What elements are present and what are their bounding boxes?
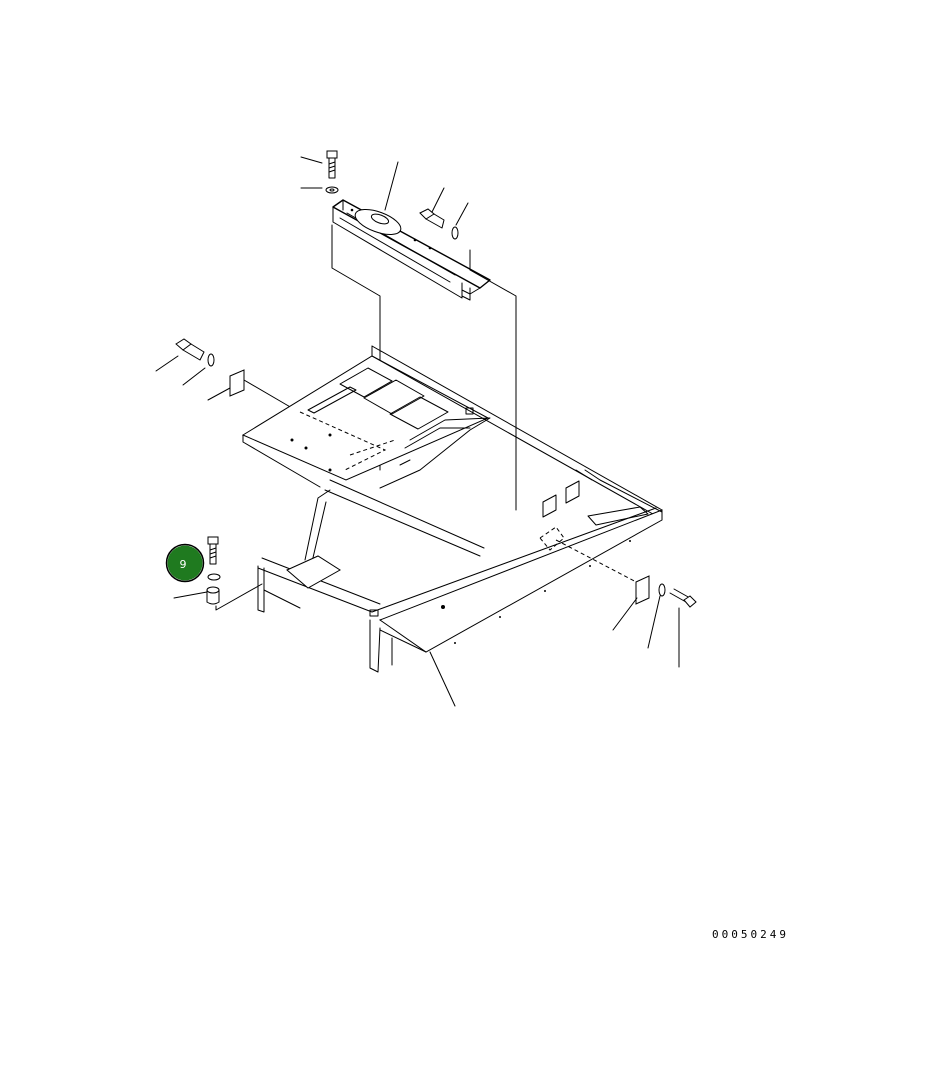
left-plate [229, 369, 245, 397]
main-frame [241, 345, 663, 673]
bracket-bolt [419, 208, 445, 229]
callout-label: 9 [180, 558, 187, 571]
right-washer [658, 583, 666, 597]
drawing-number: 00050249 [712, 928, 789, 941]
front-bolt [207, 536, 219, 565]
top-bolt [326, 150, 338, 179]
top-bracket [332, 199, 491, 301]
callout-circle[interactable] [167, 545, 203, 581]
left-bolt [175, 338, 205, 361]
bracket-washer [451, 226, 459, 240]
left-washer [207, 353, 215, 367]
front-washer [207, 573, 221, 581]
right-bolt [669, 588, 697, 608]
top-washer [325, 186, 339, 194]
front-spacer [206, 586, 220, 605]
callout-9[interactable]: 9 [165, 543, 205, 583]
right-plate [635, 575, 650, 605]
